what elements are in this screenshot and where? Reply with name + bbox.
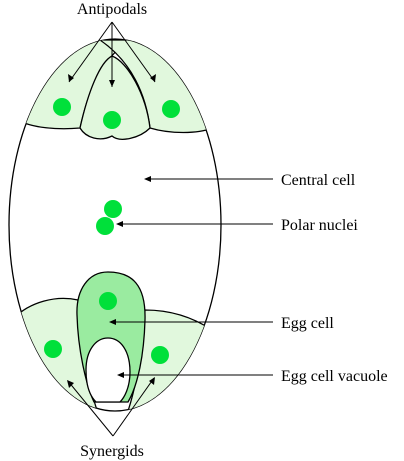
polar-nucleus-top	[104, 200, 122, 218]
synergids-arrow-left	[67, 380, 114, 437]
synergid-nucleus-right	[151, 346, 169, 364]
antipodal-nucleus-right	[162, 100, 180, 118]
antipodals-arrow-left	[68, 21, 113, 83]
synergids-arrow-right	[112, 377, 155, 437]
label-central-cell: Central cell	[281, 172, 356, 189]
polar-nuclei-arrowhead	[116, 221, 123, 227]
egg-cell-vacuole	[85, 337, 131, 403]
synergids-arrowhead-left	[67, 380, 74, 388]
antipodals-arrow-right	[111, 21, 156, 83]
synergid-nucleus-left	[44, 340, 62, 358]
label-synergids: Synergids	[80, 443, 144, 460]
synergids-arrowhead-right	[149, 377, 155, 385]
label-egg-cell-vacuole: Egg cell vacuole	[281, 368, 388, 385]
label-polar-nuclei: Polar nuclei	[281, 217, 358, 234]
central-cell-arrowhead	[144, 176, 151, 182]
egg-cell-arrowhead	[109, 319, 116, 325]
egg-nucleus	[99, 292, 117, 310]
label-egg-cell: Egg cell	[281, 315, 334, 332]
antipodals-arrowhead-left	[68, 74, 74, 82]
antipodal-nucleus-middle	[103, 111, 121, 129]
egg-cell-vacuole-arrowhead	[117, 372, 124, 378]
polar-nucleus-bottom	[96, 217, 114, 235]
antipodal-nucleus-left	[53, 98, 71, 116]
antipodal-cell-middle	[79, 55, 151, 140]
antipodals-arrowhead-right	[150, 74, 156, 82]
label-antipodals: Antipodals	[77, 1, 147, 18]
antipodals-arrowhead-middle	[109, 80, 115, 87]
